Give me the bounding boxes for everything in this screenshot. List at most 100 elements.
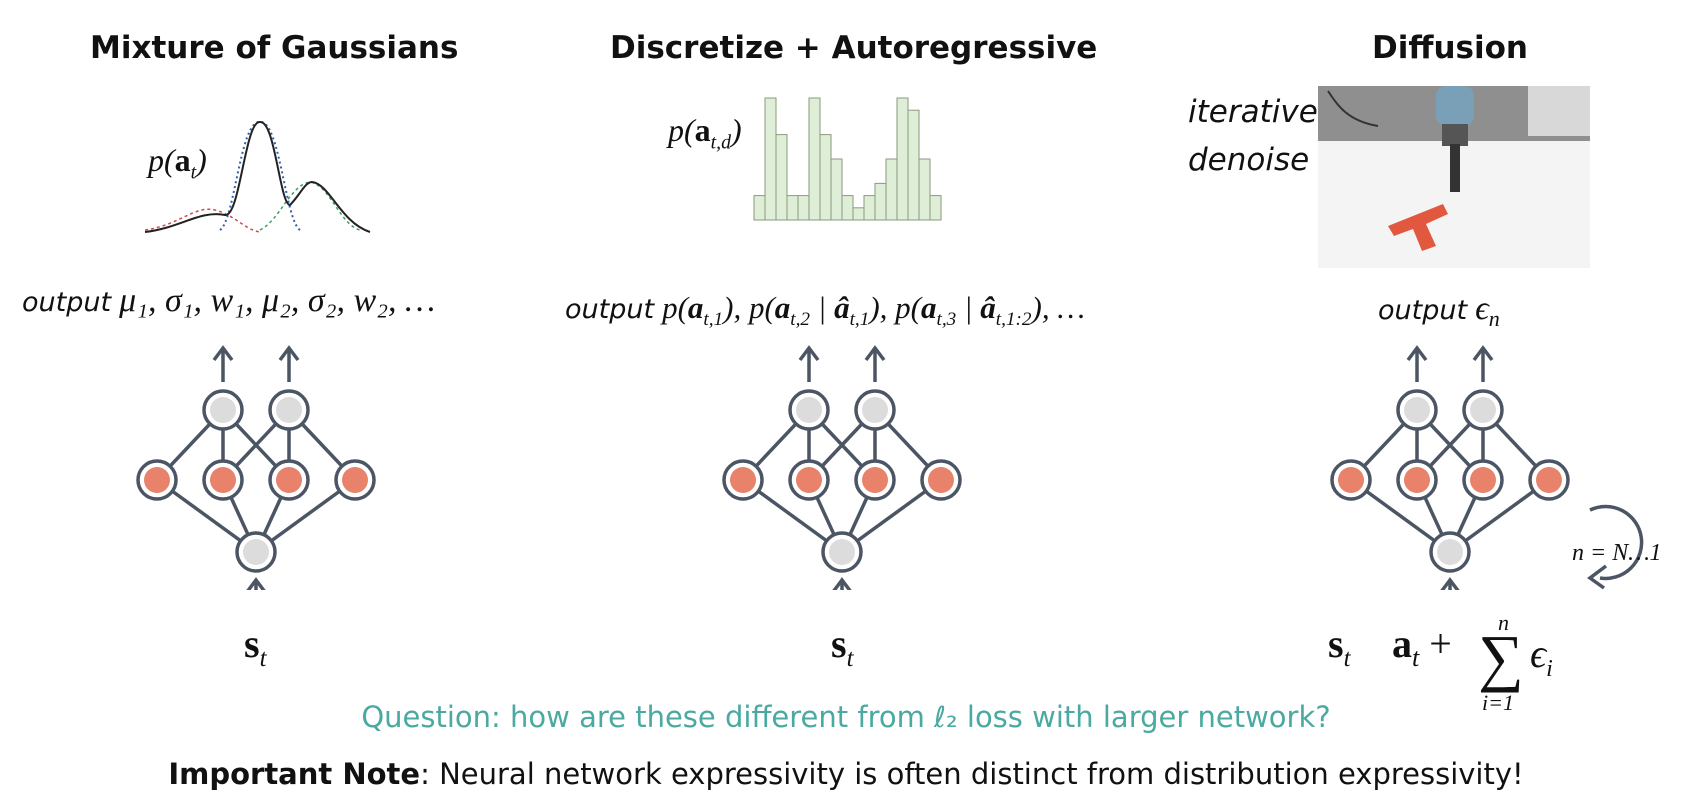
histogram-bar	[841, 195, 854, 221]
title-diffusion: Diffusion	[1372, 30, 1528, 66]
diff-input-sub: t	[1343, 645, 1351, 672]
diff-output-sub: n	[1488, 306, 1500, 331]
sum-upper-limit: n	[1498, 610, 1509, 635]
mog-input: st	[244, 620, 266, 673]
disc-net-output-node-fill	[862, 397, 888, 423]
disc-output-word: output	[565, 294, 655, 325]
mog-component-1	[144, 208, 261, 233]
disc-net-hidden-node-fill	[796, 467, 822, 493]
diff-output-word: output	[1378, 295, 1468, 326]
disc-net-input-node-fill	[829, 539, 855, 565]
diffusion-loop-arrow	[1589, 504, 1644, 581]
disc-input-sub: t	[846, 645, 854, 672]
disc-net-hidden-node-fill	[862, 467, 888, 493]
robot-photo	[1318, 86, 1590, 268]
mog-output-math: μ₁, σ₁, w₁, μ₂, σ₂, w₂, …	[119, 282, 436, 319]
histogram-bar	[830, 158, 843, 221]
histogram-bar	[929, 195, 942, 221]
disc-net-hidden-node-fill	[928, 467, 954, 493]
disc-distribution-label: p(at,d)	[668, 112, 742, 154]
diffusion-loop-arrowhead	[1587, 564, 1608, 590]
t-block	[1388, 204, 1448, 251]
disc-net-output-arrowhead	[798, 345, 820, 362]
question-line: Question: how are these different from ℓ…	[0, 700, 1692, 734]
mog-dist-label-text: p(	[148, 142, 175, 178]
mog-input-sub: t	[259, 645, 267, 672]
diff-net-output-arrowhead	[1472, 345, 1494, 362]
mog-net-input-arrowhead	[246, 577, 266, 590]
diff-input-label: s	[1328, 621, 1344, 666]
question-text: : how are these different from ℓ₂ loss w…	[491, 700, 1331, 734]
mog-dist-a: a	[174, 142, 191, 178]
diff-net-input-arrowhead	[1440, 577, 1460, 590]
histogram-bar	[764, 97, 777, 221]
histogram-bar	[907, 109, 920, 221]
diff-net-hidden-node-fill	[1470, 467, 1496, 493]
disc-dist-sub: t,d	[710, 131, 732, 154]
diff-net-hidden-node-fill	[1536, 467, 1562, 493]
mog-net-output-arrowhead	[212, 345, 234, 362]
diffusion-caption-line2: denoise	[1188, 142, 1310, 178]
mog-net-hidden-node-fill	[342, 467, 368, 493]
robot-end-effector	[1450, 144, 1460, 192]
histogram-bar	[753, 195, 766, 221]
robot-scene	[1318, 86, 1590, 268]
diff-net-output-arrowhead	[1406, 345, 1428, 362]
histogram-bar	[819, 134, 832, 221]
sum-symbol: ∑	[1478, 622, 1524, 693]
histogram-bar	[808, 97, 821, 221]
mog-distribution-label: p(at)	[148, 142, 207, 184]
mog-output-word: output	[22, 287, 112, 318]
mog-density-plot	[144, 120, 371, 233]
mog-mixture-curve	[144, 121, 371, 233]
robot-arm-joint	[1436, 86, 1474, 126]
mog-net-hidden-node-fill	[210, 467, 236, 493]
note-lead: Important Note	[168, 757, 421, 791]
histogram-bar	[874, 182, 887, 221]
disc-net-input-arrowhead	[832, 577, 852, 590]
disc-input: st	[831, 620, 853, 673]
histogram-bar	[918, 158, 931, 221]
histogram-bar	[786, 195, 799, 221]
network-diagrams	[136, 345, 1644, 590]
important-note: Important Note: Neural network expressiv…	[0, 757, 1692, 791]
robot-wrist	[1442, 124, 1468, 146]
sum-term: ϵi	[1530, 631, 1553, 682]
histogram-bar	[775, 134, 788, 221]
diff-net-input-node-fill	[1437, 539, 1463, 565]
mog-net-output-node-fill	[210, 397, 236, 423]
disc-histogram	[753, 97, 942, 221]
mog-input-label: s	[244, 621, 260, 666]
diff-net-output-node-fill	[1470, 397, 1496, 423]
disc-net-output-node-fill	[796, 397, 822, 423]
histogram-bar	[797, 195, 810, 221]
mog-net-hidden-node-fill	[276, 467, 302, 493]
histogram-bar	[863, 195, 876, 221]
robot-window	[1528, 86, 1590, 136]
diff-net-hidden-node-fill	[1404, 467, 1430, 493]
disc-net-output-arrowhead	[864, 345, 886, 362]
mog-component-3	[259, 181, 361, 231]
mog-net-input-node-fill	[243, 539, 269, 565]
mog-net-output-arrowhead	[278, 345, 300, 362]
robot-cable	[1327, 90, 1379, 127]
disc-input-label: s	[831, 621, 847, 666]
title-discretize-autoregressive: Discretize + Autoregressive	[610, 30, 1098, 66]
disc-output-math: p(at,1), p(at,2 | ât,1), p(at,3 | ât,1:2…	[662, 290, 1085, 331]
mog-component-2	[219, 120, 301, 231]
diff-input: st	[1328, 620, 1350, 673]
histogram-bar	[885, 158, 898, 221]
diff-output-math: ϵ	[1475, 290, 1489, 327]
histogram-bar	[852, 207, 865, 221]
mog-net-hidden-node-fill	[144, 467, 170, 493]
disc-dist-a: a	[694, 112, 711, 148]
histogram-bar	[896, 97, 909, 221]
noisy-action-expression: at +	[1392, 621, 1452, 672]
sum-lower-limit: i=1	[1482, 690, 1514, 715]
disc-net-hidden-node-fill	[730, 467, 756, 493]
mog-dist-sub: t	[190, 161, 197, 184]
question-lead: Question	[361, 700, 492, 734]
